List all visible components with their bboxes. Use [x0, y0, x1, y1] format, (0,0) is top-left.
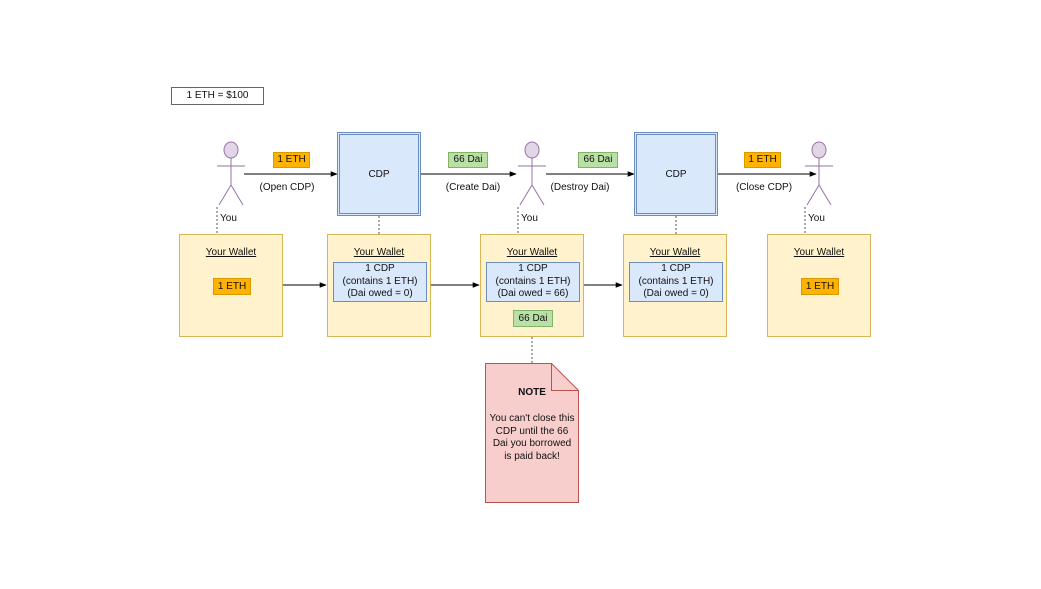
create-dai-tag: 66 Dai [448, 152, 488, 168]
wallet-box: Your Wallet 1 CDP (contains 1 ETH) (Dai … [480, 234, 584, 337]
destroy-dai-label: (Destroy Dai) [545, 182, 615, 194]
cdp-info-line: (Dai owed = 66) [497, 288, 569, 299]
wallet-eth-token: 1 ETH [801, 278, 839, 295]
note-title: NOTE [518, 387, 546, 398]
close-cdp-eth-tag: 1 ETH [744, 152, 781, 168]
cdp-info-line: (contains 1 ETH) [638, 275, 714, 287]
wallet-title: Your Wallet [506, 247, 558, 258]
cdp-box-label: CDP [665, 168, 687, 180]
note-shape [485, 363, 579, 503]
actor-label: You [220, 213, 237, 225]
wallet-cdp-info: 1 CDP (contains 1 ETH) (Dai owed = 0) [629, 262, 723, 302]
wallet-eth-token: 1 ETH [213, 278, 251, 295]
note-fold [551, 363, 579, 391]
cdp-info-line: (Dai owed = 0) [643, 288, 709, 299]
open-cdp-label: (Open CDP) [254, 182, 320, 194]
wallet-box: Your Wallet 1 CDP (contains 1 ETH) (Dai … [623, 234, 727, 337]
wallet-box: Your Wallet 1 ETH [179, 234, 283, 337]
wallet-title: Your Wallet [205, 247, 257, 258]
cdp-box-label: CDP [368, 168, 390, 180]
actor-label: You [808, 213, 825, 225]
actor-icon [805, 141, 833, 206]
wallet-title: Your Wallet [649, 247, 701, 258]
wallet-title: Your Wallet [353, 247, 405, 258]
wallet-box: Your Wallet 1 CDP (contains 1 ETH) (Dai … [327, 234, 431, 337]
cdp-info-line: 1 CDP [661, 263, 691, 274]
cdp-info-line: (contains 1 ETH) [495, 275, 571, 287]
wallet-cdp-info: 1 CDP (contains 1 ETH) (Dai owed = 66) [486, 262, 580, 302]
note-card: NOTE You can't close this CDP until the … [485, 363, 579, 503]
cdp-box-close: CDP [634, 132, 718, 216]
cdp-box-open: CDP [337, 132, 421, 216]
create-dai-label: (Create Dai) [440, 182, 506, 194]
cdp-info-line: (contains 1 ETH) [342, 275, 418, 287]
cdp-info-line: (Dai owed = 0) [347, 288, 413, 299]
wallet-cdp-info: 1 CDP (contains 1 ETH) (Dai owed = 0) [333, 262, 427, 302]
wallet-title: Your Wallet [793, 247, 845, 258]
wallet-box: Your Wallet 1 ETH [767, 234, 871, 337]
cdp-info-line: 1 CDP [365, 263, 395, 274]
cdp-info-line: 1 CDP [518, 263, 548, 274]
actor-icon [518, 141, 546, 206]
destroy-dai-tag: 66 Dai [578, 152, 618, 168]
close-cdp-label: (Close CDP) [731, 182, 797, 194]
exchange-rate-label: 1 ETH = $100 [171, 87, 264, 105]
open-cdp-eth-tag: 1 ETH [273, 152, 310, 168]
actor-label: You [521, 213, 538, 225]
wallet-dai-token: 66 Dai [513, 310, 553, 327]
note-body: You can't close this CDP until the 66 Da… [489, 412, 575, 463]
actor-icon [217, 141, 245, 206]
